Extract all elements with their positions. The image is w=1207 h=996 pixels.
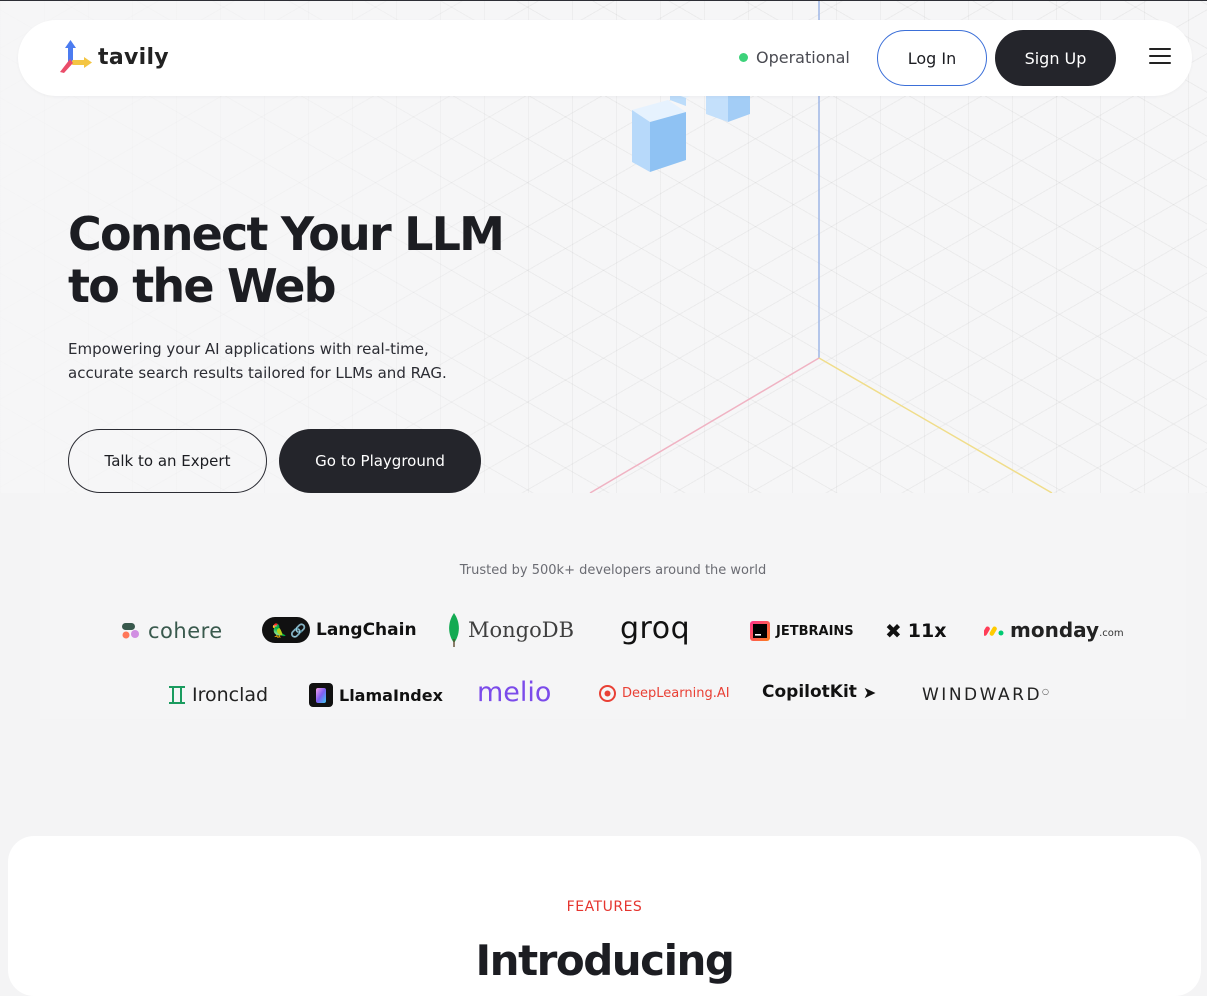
logo-monday: monday .com <box>984 618 1124 642</box>
logo-windward: WINDWARD ○ <box>922 685 1050 705</box>
logo-groq: groq <box>620 611 691 646</box>
langchain-mark-icon: 🦜 🔗 <box>262 617 310 643</box>
go-to-playground-button[interactable]: Go to Playground <box>279 429 481 493</box>
signup-button[interactable]: Sign Up <box>995 30 1116 86</box>
svg-text:🔗: 🔗 <box>290 622 306 639</box>
hero-subtitle: Empowering your AI applications with rea… <box>68 337 458 385</box>
logo-jetbrains: JETBRAINS <box>750 621 854 641</box>
navbar: tavily Operational Log In Sign Up <box>18 20 1192 96</box>
brand-name: tavily <box>98 44 169 70</box>
llamaindex-mark-icon <box>309 683 333 707</box>
hero-title-line-2: to the Web <box>68 259 337 313</box>
hero-subtitle-line-2: accurate search results tailored for LLM… <box>68 364 447 382</box>
hamburger-menu-icon[interactable] <box>1149 48 1171 66</box>
logo-llamaindex: LlamaIndex <box>309 683 443 707</box>
deeplearning-mark-icon <box>599 685 616 702</box>
status-label: Operational <box>756 48 850 67</box>
tavily-logo-icon <box>60 40 92 73</box>
logo-deeplearning-ai: DeepLearning.AI <box>599 685 730 702</box>
features-section: FEATURES Introducing <box>8 836 1201 996</box>
logo-langchain: 🦜 🔗 LangChain <box>262 617 417 643</box>
logo-melio: melio <box>477 677 552 708</box>
logo-copilotkit: CopilotKit ➤ <box>762 682 877 702</box>
status-dot-icon <box>739 53 748 62</box>
features-eyebrow: FEATURES <box>566 899 643 915</box>
trusted-by-title: Trusted by 500k+ developers around the w… <box>459 563 767 578</box>
ironclad-mark-icon <box>169 686 185 704</box>
features-heading: Introducing <box>475 936 735 985</box>
copilotkit-kite-icon: ➤ <box>862 682 877 702</box>
system-status[interactable]: Operational <box>739 48 850 67</box>
monday-mark-icon <box>984 626 1004 636</box>
cohere-mark-icon <box>122 623 139 639</box>
logo-11x: ✖ 11x <box>885 619 947 643</box>
11x-mark-icon: ✖ <box>885 619 902 643</box>
jetbrains-mark-icon <box>750 621 770 641</box>
hero-subtitle-line-1: Empowering your AI applications with rea… <box>68 340 429 358</box>
login-button[interactable]: Log In <box>877 30 987 86</box>
top-edge-rule <box>0 0 1207 1</box>
talk-to-expert-button[interactable]: Talk to an Expert <box>68 429 267 493</box>
windward-trademark-icon: ○ <box>1042 686 1050 696</box>
trusted-by-section: Trusted by 500k+ developers around the w… <box>40 493 1186 719</box>
brand-logo[interactable]: tavily <box>58 40 169 74</box>
logo-ironclad: Ironclad <box>168 684 268 706</box>
logo-cohere: cohere <box>122 619 223 643</box>
logo-mongodb: MongoDB <box>446 613 574 647</box>
mongodb-leaf-icon <box>449 613 459 647</box>
cube-block-1 <box>632 100 686 172</box>
hero-title: Connect Your LLM to the Web <box>68 207 505 313</box>
hero-title-line-1: Connect Your LLM <box>68 207 505 261</box>
svg-text:🦜: 🦜 <box>271 622 287 639</box>
